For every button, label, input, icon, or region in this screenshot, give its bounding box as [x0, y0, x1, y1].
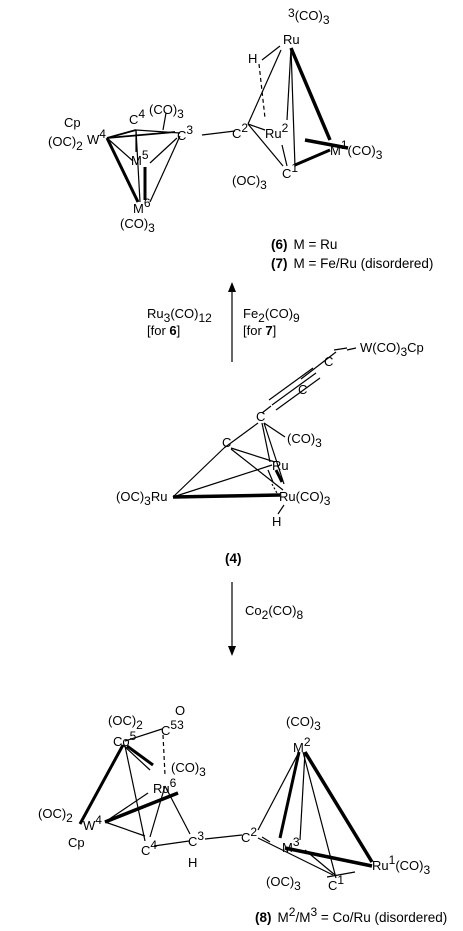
co5-label: Co5 [113, 729, 137, 749]
reagent-co2co8: Co2(CO)8 [245, 603, 303, 622]
for-7-note: [for 7] [243, 323, 276, 338]
caption-8: (8)M2/M3 = Co/Ru (disordered) [255, 905, 447, 925]
alkyne-c-mid-label: C [298, 382, 307, 397]
compound-6-7-labels: Cp (OC)2 W4 C4 (CO)3 M5 C3 C2 H 3(CO)3 R… [48, 6, 383, 235]
caption-8-group: (8)M2/M3 = Co/Ru (disordered) [255, 905, 447, 925]
oc2-co-label: (OC)2 [108, 713, 143, 732]
caption-4-group: (4) [225, 551, 242, 566]
caption-4: (4) [225, 551, 242, 566]
c3-bottom-label: C3 [188, 829, 204, 849]
cp-label: Cp [64, 115, 81, 130]
oc3-bottom-8-label: (OC)3 [266, 874, 301, 893]
c1-bottom-label: C1 [328, 873, 344, 893]
c-left-label: C [222, 435, 231, 450]
compound-8-structure: O C53 (OC)2 Co5 (CO)3 Ru6 (OC)2 W4 Cp C4… [38, 703, 430, 893]
c2-label: C2 [232, 121, 248, 141]
ru3co12-label: Ru3(CO)12 [147, 306, 212, 325]
caption-7: (7)M = Fe/Ru (disordered) [271, 256, 433, 271]
compound-4-labels: W(CO)3Cp C C C C Ru (CO)3 (OC)3Ru Ru(CO)… [116, 340, 424, 529]
oxygen-label: O [175, 703, 185, 718]
ru1-co3-label: Ru1(CO)3 [372, 853, 430, 877]
co3-label: (CO)3 [287, 431, 322, 450]
compound-8-labels: O C53 (OC)2 Co5 (CO)3 Ru6 (OC)2 W4 Cp C4… [38, 703, 430, 893]
compound-4-bonds [172, 347, 357, 515]
compound-4-structure: W(CO)3Cp C C C C Ru (CO)3 (OC)3Ru Ru(CO)… [116, 340, 424, 529]
ru6-label: Ru6 [153, 776, 177, 796]
co3-top-label: (CO)3 [149, 102, 184, 121]
m3-label: M3 [282, 835, 300, 855]
ru3-co-label: 3(CO)3 [288, 6, 330, 27]
c4-label: C4 [129, 107, 145, 127]
hydride-label: H [248, 51, 257, 66]
reagent-right: Fe2(CO)9 [for 7] [243, 306, 300, 338]
compound-8-bonds [78, 728, 374, 879]
c1-label: C1 [282, 161, 298, 181]
ru2-label: Ru2 [265, 121, 289, 141]
reaction-arrow-up [228, 282, 236, 362]
m6-label: M6 [133, 196, 151, 216]
hydrogen-label: H [188, 855, 197, 870]
reaction-arrow-down [228, 582, 236, 656]
c4-bottom-label: C4 [141, 838, 157, 858]
ru3-label: Ru [283, 32, 300, 47]
hydride-4-label: H [272, 514, 281, 529]
oc2-w-label: (OC)2 [38, 806, 73, 825]
c-top-label: C [256, 409, 265, 424]
ru-top-label: Ru [272, 458, 289, 473]
captions-6-7: (6)M = Ru (7)M = Fe/Ru (disordered) [271, 237, 433, 271]
oc3-bottom-label: (OC)3 [232, 173, 267, 192]
c53-label: C53 [161, 718, 184, 738]
c3-label: C3 [177, 123, 193, 143]
fe2co9-label: Fe2(CO)9 [243, 306, 300, 325]
w-co3-cp-label: W(CO)3Cp [360, 340, 424, 359]
m6-co-label: (CO)3 [120, 216, 155, 235]
ru-co3-right-label: Ru(CO)3 [279, 489, 331, 508]
co2co8-label: Co2(CO)8 [245, 603, 303, 622]
oc2-label: (OC)2 [48, 134, 83, 153]
compound-6-7-bonds [105, 45, 349, 203]
m1-label: M1(CO)3 [330, 138, 383, 162]
for-6-note: [for 6] [147, 323, 180, 338]
m2-label: M2 [293, 735, 311, 755]
alkyne-c-right-label: C [324, 354, 333, 369]
cp-bottom-label: Cp [68, 835, 85, 850]
oc3-ru-left-label: (OC)3Ru [116, 489, 167, 508]
w4-bottom-label: W4 [83, 813, 102, 833]
caption-6: (6)M = Ru [271, 237, 337, 252]
compound-6-7-structure: Cp (OC)2 W4 C4 (CO)3 M5 C3 C2 H 3(CO)3 R… [48, 6, 383, 235]
m5-label: M5 [131, 148, 149, 168]
c2-bottom-label: C2 [241, 825, 257, 845]
ru6-co3-label: (CO)3 [171, 760, 206, 779]
m2-co3-label: (CO)3 [286, 714, 321, 733]
reagent-left: Ru3(CO)12 [for 6] [147, 306, 212, 338]
w4-label: W4 [87, 127, 106, 147]
